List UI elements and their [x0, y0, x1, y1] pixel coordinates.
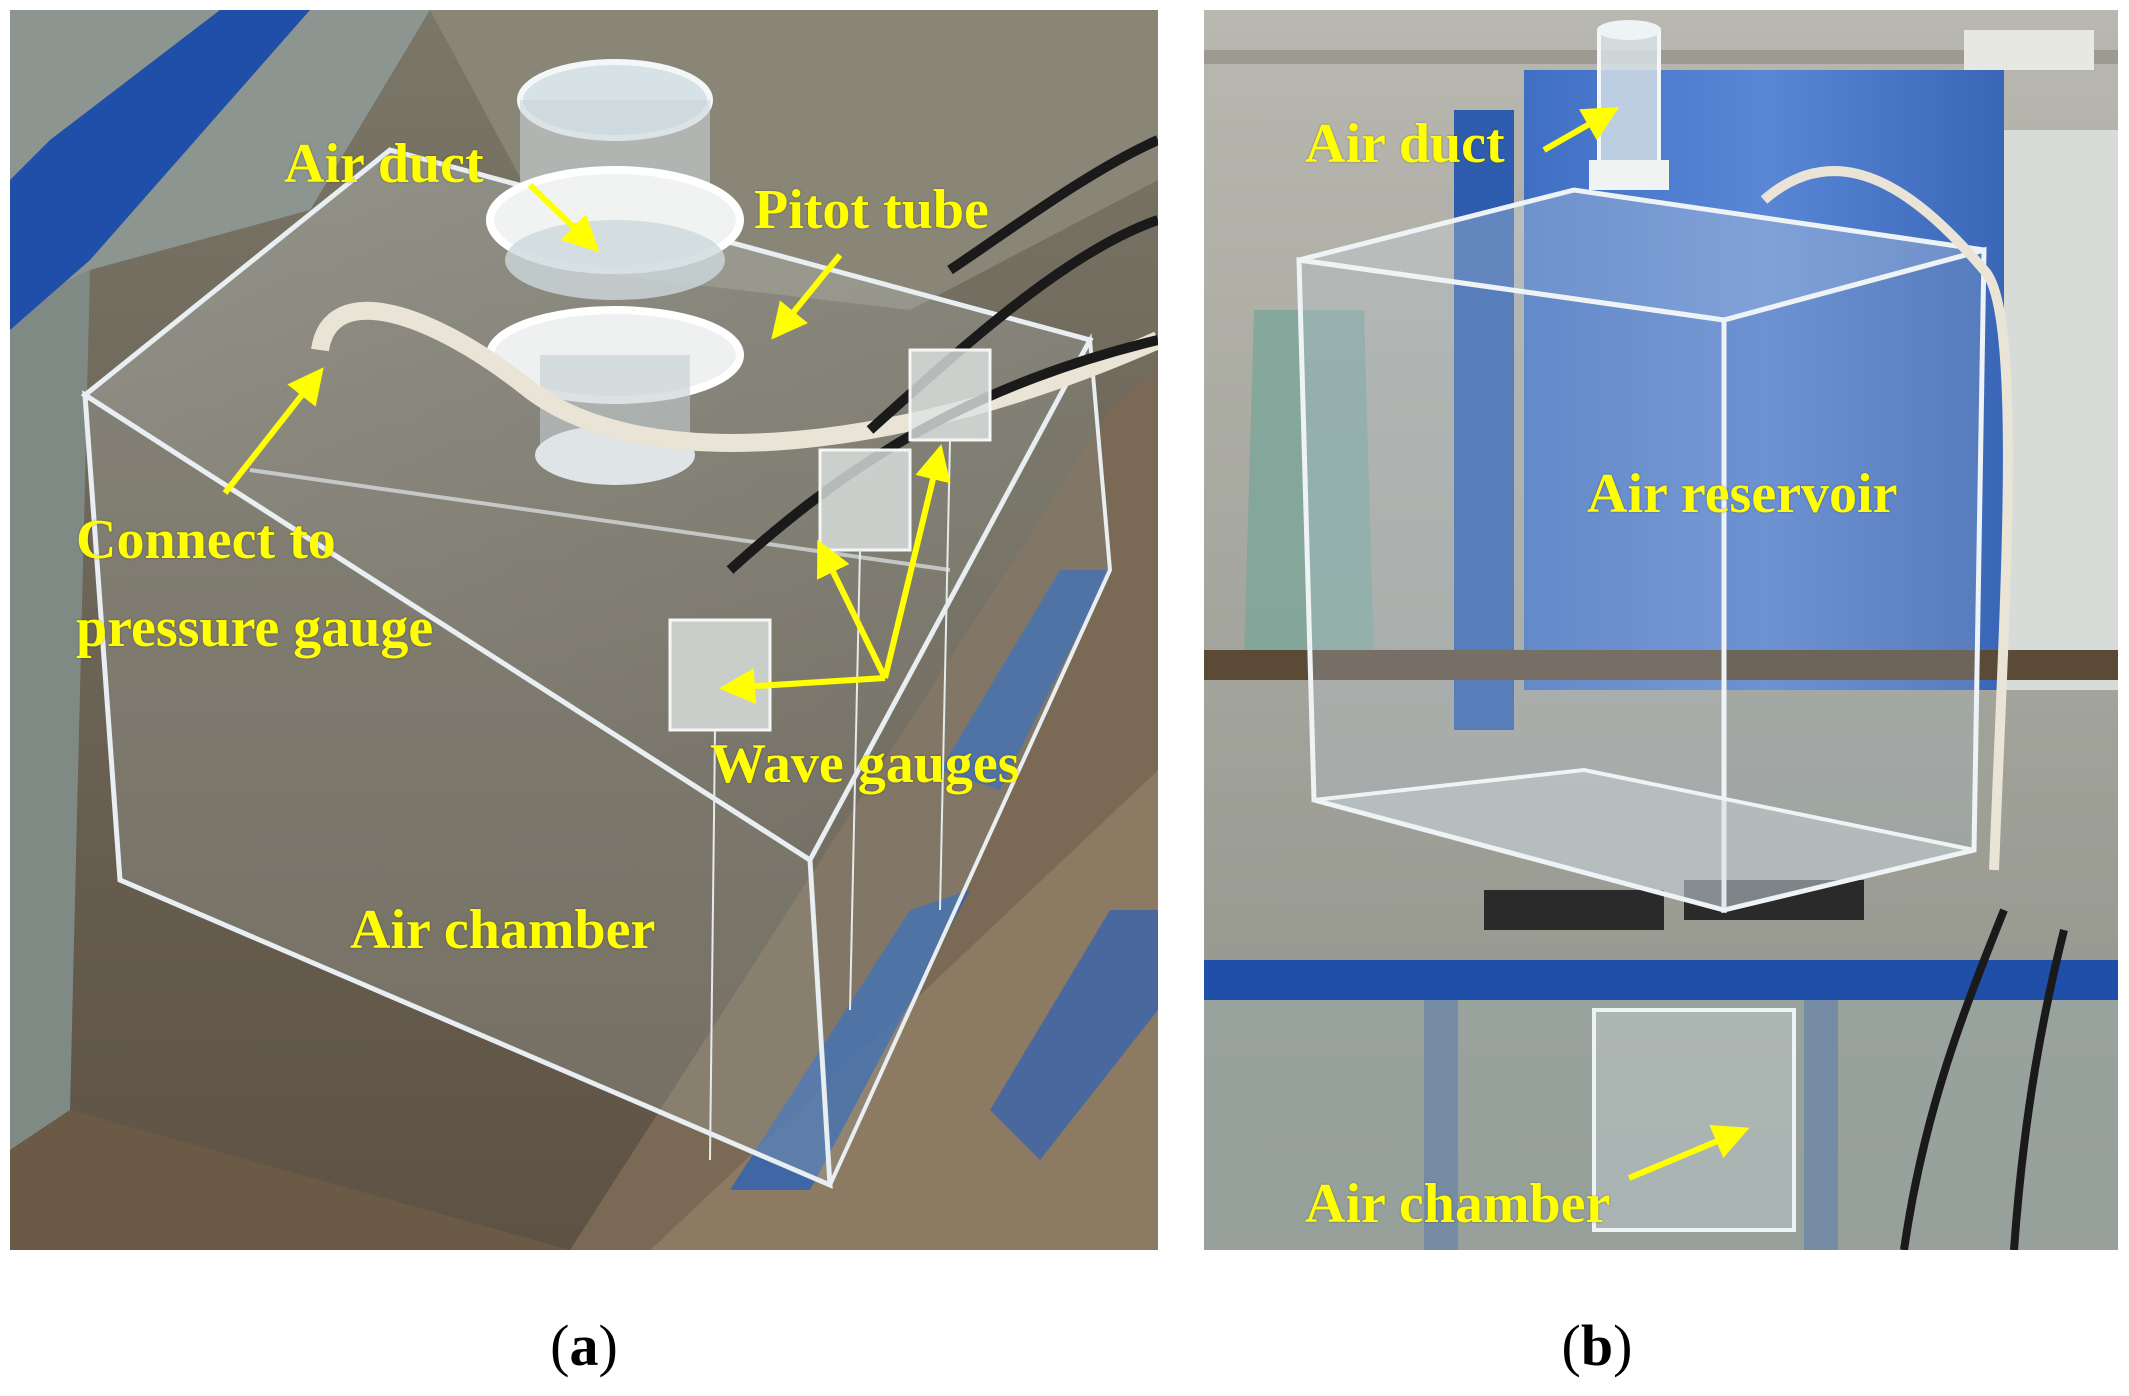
caption-b-open: (	[1561, 1313, 1581, 1378]
caption-b-letter: b	[1580, 1313, 1614, 1378]
photo-b-scene	[1204, 10, 2118, 1250]
label-connect-line2: pressure gauge	[76, 597, 434, 659]
label-air-duct-b: Air duct	[1305, 113, 1505, 175]
label-air-chamber-a: Air chamber	[350, 899, 656, 961]
caption-b-close: )	[1613, 1313, 1633, 1378]
label-air-duct-a: Air duct	[284, 133, 484, 195]
label-wave-gauges: Wave gauges	[710, 733, 1020, 795]
label-air-reservoir: Air reservoir	[1587, 463, 1898, 525]
caption-a-close: )	[598, 1313, 618, 1378]
caption-a-letter: a	[569, 1313, 599, 1378]
label-air-chamber-b: Air chamber	[1305, 1173, 1611, 1235]
caption-a-open: (	[550, 1313, 570, 1378]
label-pitot-tube: Pitot tube	[754, 179, 989, 241]
caption-b: (b)	[1562, 1312, 1633, 1379]
label-connect-line1: Connect to	[76, 509, 336, 571]
photo-panel-a: Air duct Pitot tube Connect to pressure …	[10, 10, 1158, 1250]
photo-panel-b: Air duct Air reservoir Air chamber	[1204, 10, 2118, 1250]
caption-a: (a)	[550, 1312, 618, 1379]
